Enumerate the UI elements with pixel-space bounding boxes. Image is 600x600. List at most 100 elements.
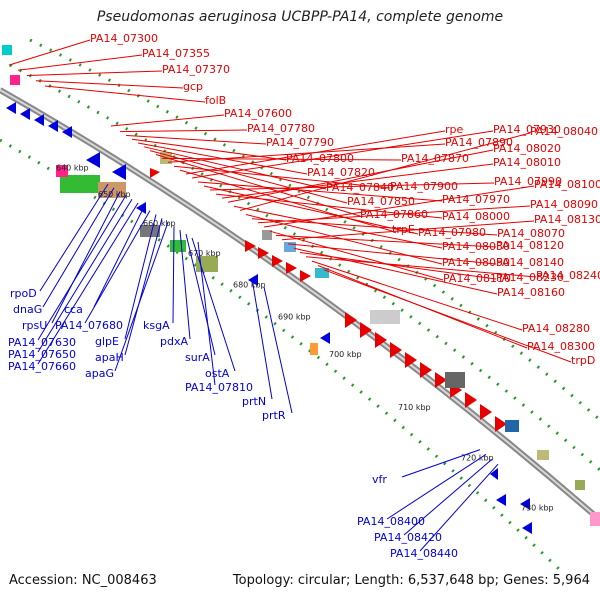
reverse-gene-label: pdxA xyxy=(160,335,188,348)
forward-gene-label: PA14_07930 xyxy=(493,123,561,136)
ruler-label: 650 kbp xyxy=(98,190,131,199)
ruler-label: 700 kbp xyxy=(329,350,362,359)
reverse-gene-label: PA14_07680 xyxy=(55,319,123,332)
reverse-gene xyxy=(62,126,72,138)
forward-gene-leader xyxy=(161,157,402,161)
forward-gene-leader xyxy=(209,182,495,191)
forward-gene xyxy=(375,332,387,348)
reverse-gene-label: cca xyxy=(64,303,83,316)
gene-block xyxy=(140,225,160,237)
gene-block xyxy=(196,256,218,272)
reverse-gene-leader xyxy=(124,214,157,340)
reverse-gene xyxy=(320,332,330,344)
forward-gene-leader xyxy=(263,185,535,228)
forward-gene-leader xyxy=(143,146,327,190)
gene-block xyxy=(590,512,600,526)
reverse-gene-leader xyxy=(185,233,216,356)
reverse-gene-label: prtR xyxy=(262,409,286,422)
forward-gene-label: PA14_08090 xyxy=(530,198,598,211)
forward-gene-leader xyxy=(185,130,446,175)
forward-gene-label: PA14_07300 xyxy=(90,32,158,45)
ruler-label: 680 kbp xyxy=(233,280,266,289)
forward-gene-leader xyxy=(35,80,184,89)
forward-gene-leader xyxy=(269,230,444,281)
forward-gene-label: PA14_07890 xyxy=(445,136,513,149)
forward-gene xyxy=(245,240,256,252)
gene-block xyxy=(445,372,465,388)
forward-gene-leader xyxy=(203,185,419,235)
reverse-gene-label: PA14_07660 xyxy=(8,360,76,373)
reverse-gene-leader xyxy=(386,453,487,520)
gene-block xyxy=(56,165,68,177)
ruler-label: 730 kbp xyxy=(521,504,554,513)
forward-gene-leader xyxy=(167,143,446,163)
reverse-gene-leader xyxy=(42,187,115,308)
reverse-gene-label: PA14_08420 xyxy=(374,531,442,544)
forward-gene-leader xyxy=(110,114,225,127)
forward-gene-label: PA14_07990 xyxy=(494,175,562,188)
reverse-gene-label: PA14_07810 xyxy=(185,381,253,394)
reverse-gene-label: surA xyxy=(185,351,210,364)
reverse-gene-label: PA14_08400 xyxy=(357,515,425,528)
gene-block xyxy=(505,420,519,432)
reverse-gene-leader xyxy=(37,195,127,341)
forward-gene-label: PA14_08230 xyxy=(496,271,564,284)
reverse-gene xyxy=(496,494,506,506)
forward-gene-label: gcp xyxy=(183,80,203,93)
forward-gene xyxy=(150,168,160,178)
reverse-gene-label: dnaG xyxy=(13,303,42,316)
forward-gene-leader xyxy=(221,163,494,199)
reverse-gene-leader xyxy=(403,458,493,536)
forward-gene xyxy=(286,262,297,274)
reverse-gene xyxy=(522,522,532,534)
reverse-gene-label: PA14_08440 xyxy=(390,547,458,560)
reverse-gene-label: PA14_07650 xyxy=(8,348,76,361)
gene-block xyxy=(315,268,329,278)
forward-gene xyxy=(272,255,283,267)
genome-title: Pseudomonas aeruginosa UCBPP-PA14, compl… xyxy=(96,9,504,25)
gene-block xyxy=(2,45,12,55)
forward-gene-label: PA14_08240 xyxy=(536,269,600,282)
reverse-gene-leader xyxy=(197,241,216,386)
accession-text: Accession: NC_008463 xyxy=(9,573,157,588)
topology-text: Topology: circular; Length: 6,537,648 bp… xyxy=(232,573,590,588)
reverse-gene-leader xyxy=(37,202,139,365)
forward-gene-leader xyxy=(251,218,498,236)
forward-gene-labels: PA14_07300PA14_07355PA14_07370gcpfolBPA1… xyxy=(8,32,600,367)
forward-gene-label: PA14_07900 xyxy=(390,180,458,193)
forward-gene xyxy=(495,416,507,432)
forward-gene-leader xyxy=(305,256,537,278)
forward-gene-leader xyxy=(8,39,91,66)
ruler-label: 710 kbp xyxy=(398,403,431,412)
forward-gene-label: PA14_08030 xyxy=(442,240,510,253)
forward-gene-leader xyxy=(233,205,443,249)
reverse-gene-leader xyxy=(114,222,169,372)
reverse-gene-label: rpsU xyxy=(22,319,47,332)
forward-gene xyxy=(258,247,269,259)
reverse-gene-leader xyxy=(251,278,273,400)
reverse-gene-leader xyxy=(263,286,293,414)
forward-gene-leader xyxy=(299,252,497,280)
reverse-gene xyxy=(48,120,58,132)
forward-gene-label: PA14_07370 xyxy=(162,63,230,76)
ruler-label: 640 kbp xyxy=(56,164,89,173)
forward-gene-leader xyxy=(125,134,267,145)
forward-gene-label: folB xyxy=(205,94,226,107)
gene-block xyxy=(170,240,186,252)
gene-block xyxy=(60,175,100,193)
reverse-gene xyxy=(520,498,530,510)
forward-gene-label: PA14_08130 xyxy=(534,213,600,226)
reverse-gene-label: glpE xyxy=(95,335,119,348)
forward-gene-label: PA14_08280 xyxy=(522,322,590,335)
gene-block xyxy=(284,242,296,252)
reverse-gene-label: apaH xyxy=(95,351,124,364)
reverse-genes xyxy=(6,102,532,534)
genome-backbone-highlight xyxy=(0,89,600,521)
reverse-gene-label: rpoD xyxy=(10,287,37,300)
forward-gene-leader xyxy=(17,54,143,71)
forward-gene-label: PA14_07780 xyxy=(247,122,315,135)
forward-gene-label: PA14_08000 xyxy=(442,210,510,223)
gene-block xyxy=(10,75,20,85)
